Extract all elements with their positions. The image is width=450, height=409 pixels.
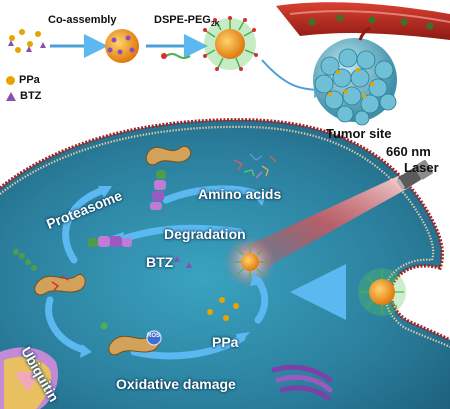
nucleus-fragment [0,347,59,409]
ubiquitinated-protein [13,249,86,296]
cell-membrane-inner [0,125,450,348]
cycle-arrows [45,185,269,360]
amino-acids-label: Amino acids [198,186,282,202]
dspe-peg-subscript: 2K [210,21,220,29]
tumor-site-illustration [276,2,450,126]
legend-item-btz: BTZ [6,88,41,104]
cycle-arrowheads [80,186,268,358]
irradiated-nanoparticle [232,244,268,280]
tumor-mass [313,38,397,126]
to-tumor-arrow [261,59,330,98]
dspe-peg-text: DSPE-PEG [154,14,211,26]
peg-chain [165,53,191,59]
tumor-site-label: Tumor site [326,126,392,141]
ros-label: ROS [147,333,161,339]
inhibited-proteasome [88,236,132,247]
proteasome-protein [145,146,192,210]
endocytosed-nanoparticle [290,264,406,320]
amino-acid-fragments [233,153,277,179]
oxidized-protein [100,322,162,356]
dspe-peg-label: DSPE-PEG2K [154,14,220,28]
laser-wavelength-label: 660 nm [386,144,431,159]
btz-triangle-icon [6,91,16,101]
laser-label: Laser [404,160,439,175]
released-drugs [174,256,239,321]
btz-label: BTZ [146,254,174,270]
ppa-dot-icon [6,75,15,85]
legend-btz-label: BTZ [20,90,42,102]
legend-item-ppa: PPa [6,72,41,88]
laser [224,160,433,288]
laser-beam [238,176,412,270]
legend: PPa BTZ [6,72,41,104]
ros-bubble [146,330,162,346]
pegylated-nanoparticle [203,16,258,71]
oxidative-damage-label: Oxidative damage [116,376,236,392]
legend-ppa-label: PPa [19,74,40,86]
synthesis-row [8,16,330,98]
ppa-label: PPa [212,334,239,350]
degradation-label: Degradation [164,226,246,242]
golgi-apparatus [271,364,333,401]
cell-membrane-outer [0,118,450,342]
laser-device [396,160,433,190]
assembled-particle [105,29,139,63]
co-assembly-label: Co-assembly [48,14,117,26]
free-molecules [8,29,46,53]
